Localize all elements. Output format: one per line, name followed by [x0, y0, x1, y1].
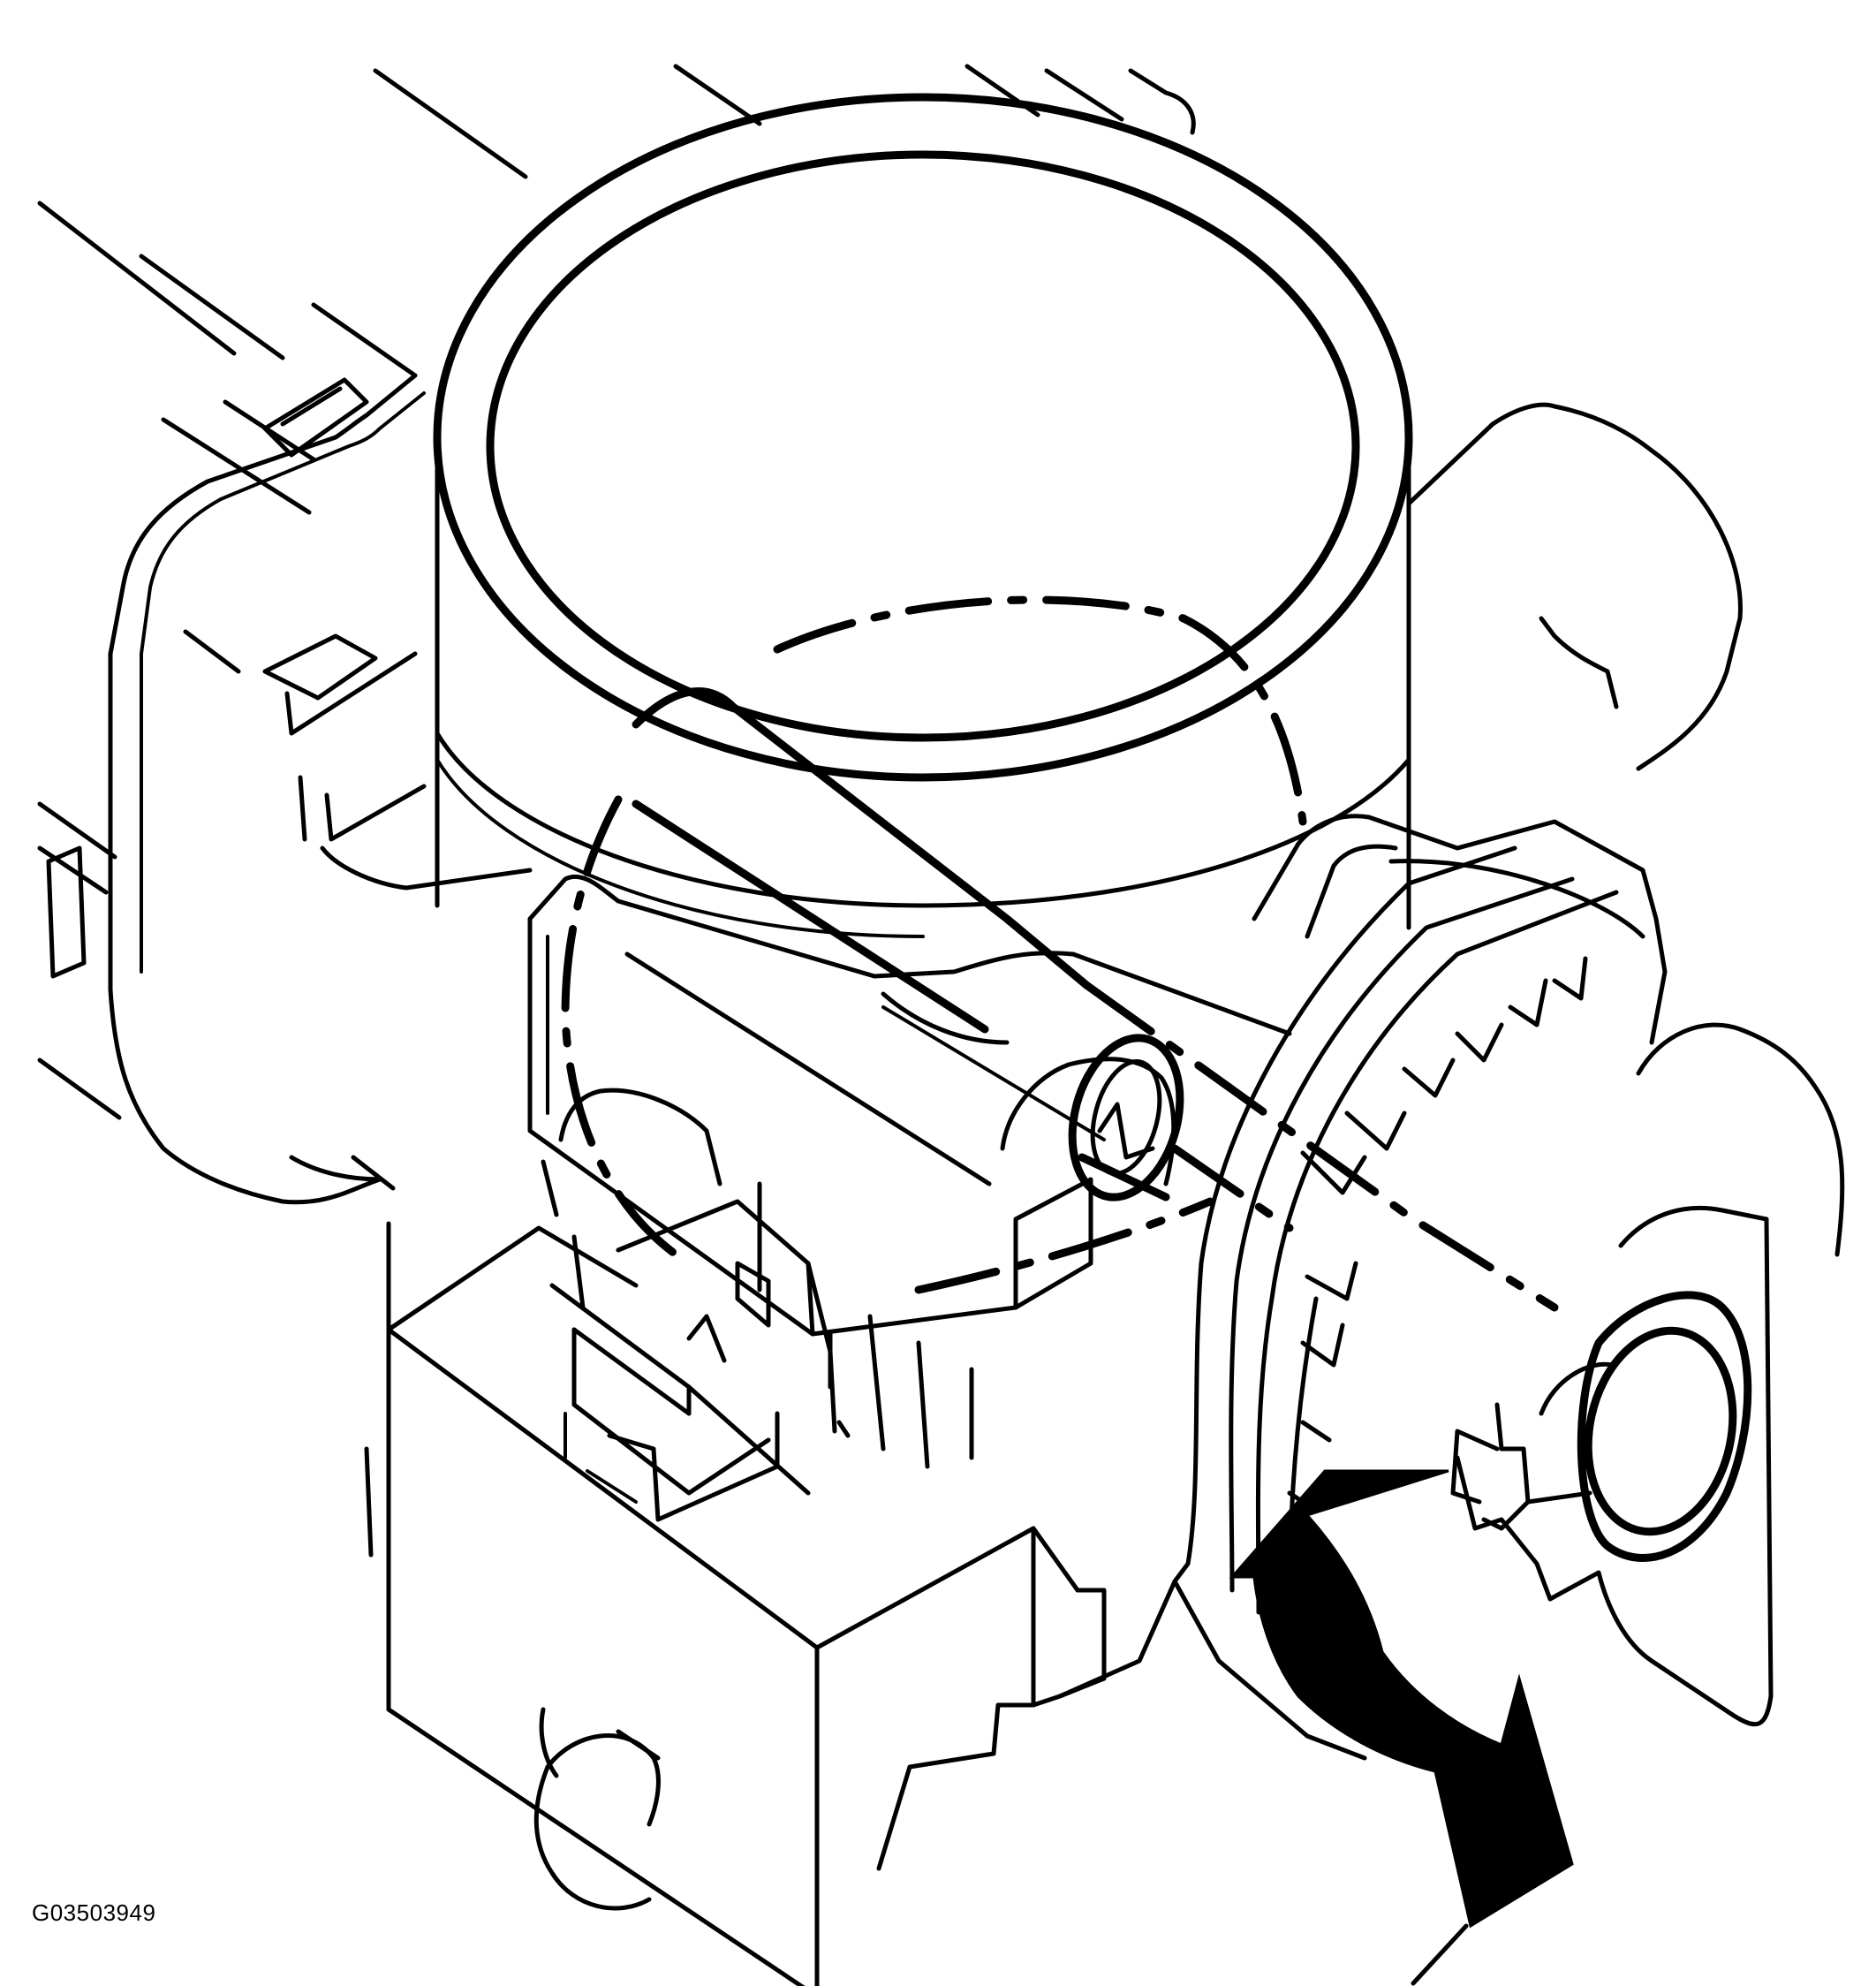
shaft-housing	[527, 874, 1292, 1337]
connector-housing	[386, 1088, 1080, 1986]
lower-flange	[364, 1221, 1177, 1911]
throttle-plate	[561, 595, 1559, 1312]
rotation-arrow-icon	[1229, 1469, 1574, 1986]
throttle-lever	[1172, 814, 1668, 1761]
background-lines	[37, 64, 1196, 1120]
left-housing	[108, 373, 533, 1205]
throttle-position-sensor	[1450, 1022, 1845, 1727]
idle-screw	[1000, 1034, 1184, 1201]
figure-code: G03503949	[32, 1899, 156, 1926]
throttle-bore	[433, 93, 1743, 938]
